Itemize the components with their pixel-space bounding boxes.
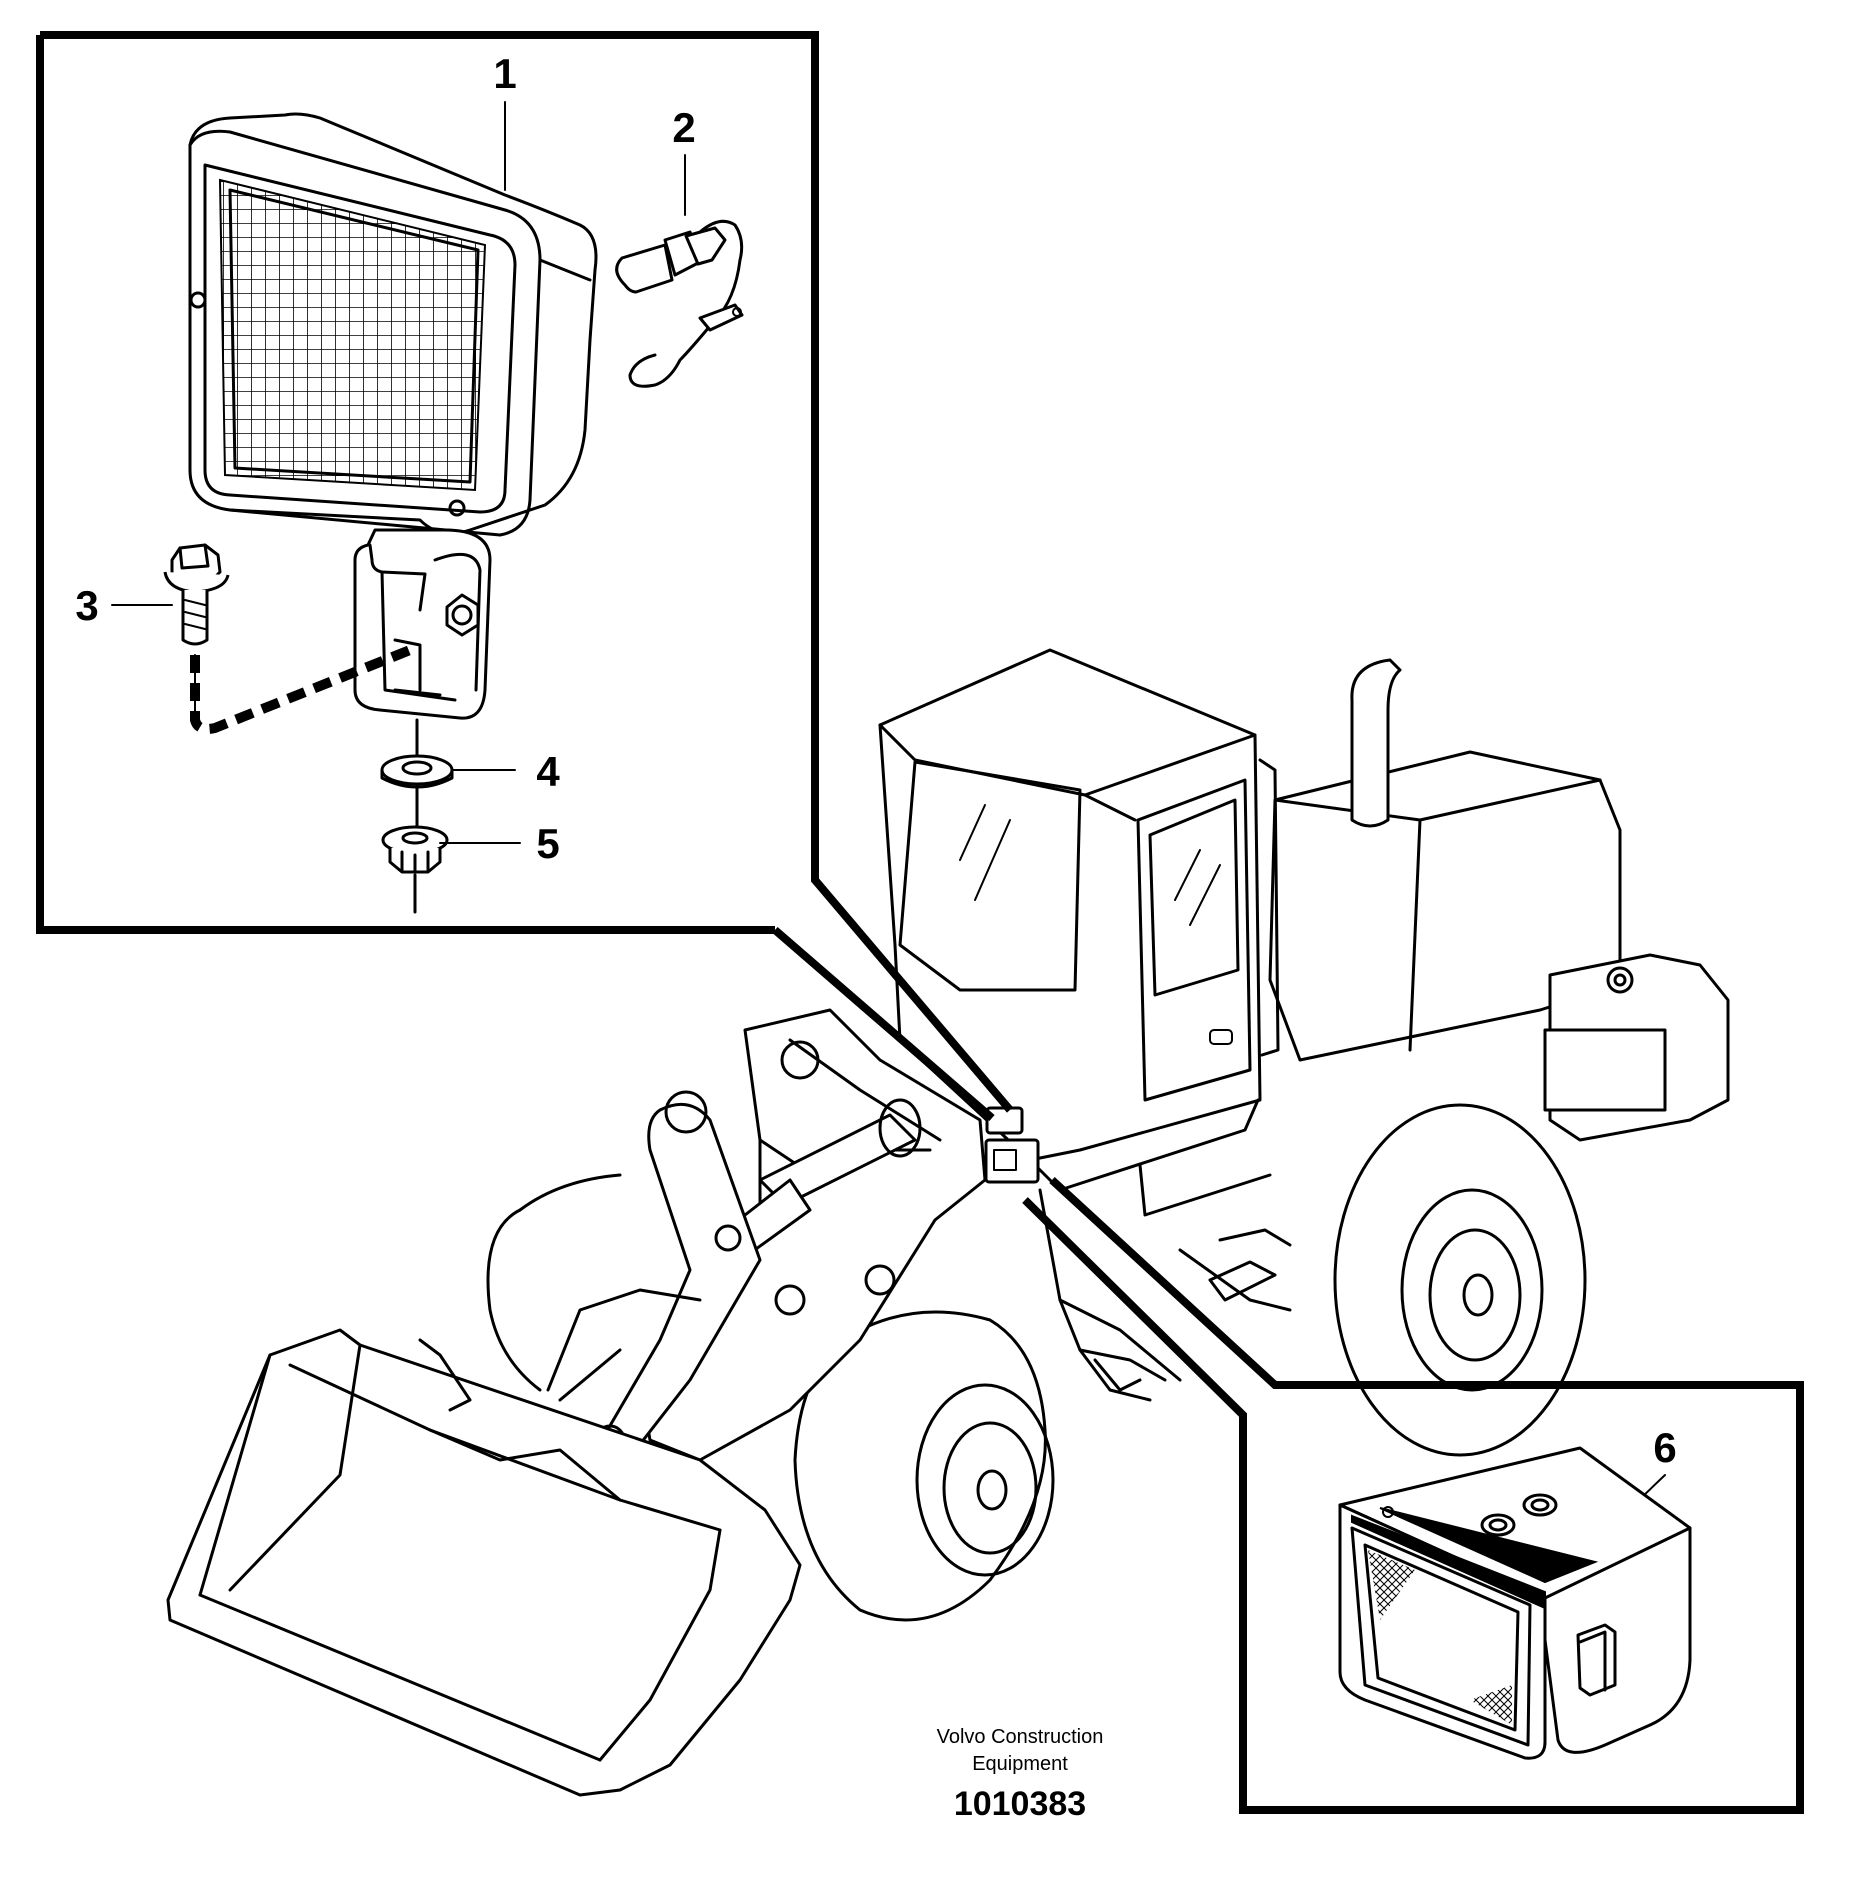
wheel-loader-icon <box>166 648 1730 1797</box>
callout-1: 1 <box>493 50 516 97</box>
bucket <box>166 1328 802 1797</box>
detail-frame-bottom <box>1022 1177 1804 1814</box>
lamp-decal-icon <box>1338 1446 1692 1760</box>
caption-line-1: Volvo Construction <box>937 1726 1104 1748</box>
chassis <box>1038 1188 1292 1402</box>
callout-5: 5 <box>536 820 559 867</box>
bolt-icon <box>163 543 230 646</box>
rear-wheel <box>1333 1103 1587 1457</box>
bulb-icon <box>615 219 744 388</box>
work-lamp-icon <box>188 112 598 720</box>
part-number: 1010383 <box>954 1785 1086 1823</box>
lift-arm <box>546 1008 987 1478</box>
cab <box>878 648 1280 1217</box>
detail-frame-top <box>36 31 1014 1122</box>
callout-2: 2 <box>672 104 695 151</box>
callout-3: 3 <box>75 582 98 629</box>
callout-4: 4 <box>536 748 560 795</box>
front-wheel <box>793 1310 1055 1622</box>
engine-housing <box>1268 658 1730 1142</box>
callout-6: 6 <box>1653 1424 1676 1471</box>
washer-icon <box>380 718 454 789</box>
caption-line-2: Equipment <box>972 1753 1068 1775</box>
flange-nut-icon <box>381 785 449 914</box>
